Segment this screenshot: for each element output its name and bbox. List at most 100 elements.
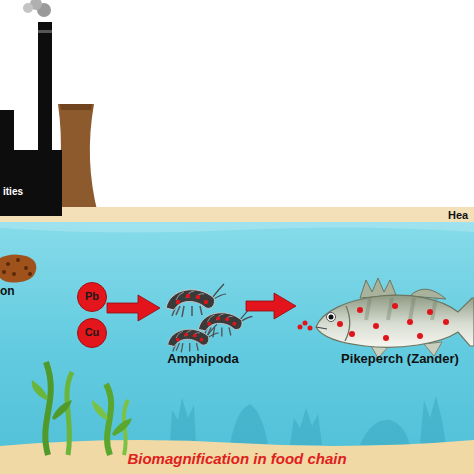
pollution-dot (12, 272, 16, 276)
metal-dot (392, 303, 398, 309)
amphipod-leg (221, 327, 222, 336)
amphipod-leg (176, 306, 180, 315)
seaweed-leaf (52, 400, 72, 420)
amphipod-leg (229, 327, 231, 335)
node-text: Pikeperch (Zander) (326, 352, 474, 366)
water (0, 222, 474, 474)
seaweed-leaf (92, 400, 108, 420)
pollution-blob (0, 254, 36, 282)
pollution-dot (16, 258, 20, 262)
fish-stripe (432, 298, 436, 320)
metal-circle: Cu (77, 318, 107, 348)
metal-dot (207, 322, 211, 326)
pollution-dot (28, 272, 32, 276)
metal-circle (78, 283, 107, 312)
coral (420, 396, 446, 445)
metal-circle: Pb (77, 282, 107, 312)
fish-stripe (410, 298, 414, 320)
amphipod-segments (176, 291, 204, 300)
gill-line (345, 306, 350, 341)
amphipod (166, 284, 226, 317)
amphipod-body (198, 313, 242, 331)
amphipod (168, 324, 219, 352)
coral (290, 408, 322, 445)
metal-dot (232, 322, 236, 326)
pollution-dot (24, 266, 28, 270)
pollution-dot (2, 270, 6, 274)
fish-body (316, 295, 474, 347)
metal-dot (417, 333, 423, 339)
seaweed-stem (45, 362, 51, 455)
node-shape-group (0, 22, 62, 216)
factory-building: ities (0, 14, 64, 216)
metal-dot (337, 321, 343, 327)
coral (170, 398, 196, 445)
seaweed-leaf (112, 418, 132, 436)
metal-dot (349, 331, 355, 337)
metal-dot (303, 321, 308, 326)
node-shape-group (78, 283, 107, 312)
amphipod-group (166, 284, 252, 352)
node-shape (0, 14, 64, 216)
pollution-dot (6, 262, 10, 266)
amphipod-leg (197, 343, 199, 351)
metal-dot (407, 319, 413, 325)
metal-dot (176, 300, 180, 304)
seaweed-stem (106, 384, 111, 455)
seaweed-stem (67, 372, 72, 455)
node-text: Cu (77, 326, 107, 338)
coral-silhouettes (170, 396, 446, 445)
amphipod-leg (182, 306, 184, 317)
amphipod-body (166, 290, 215, 310)
organism-node: Pikeperch (Zander) (296, 272, 474, 372)
fish-mouth (316, 327, 327, 329)
node-text: ities (3, 186, 61, 197)
metal-dot (373, 323, 379, 329)
amphipod-leg (189, 343, 190, 352)
fish-eye (327, 313, 336, 322)
metal-dot (427, 309, 433, 315)
amphipod-segments (176, 330, 200, 338)
amphipod (198, 308, 252, 338)
fish-pupil (329, 315, 334, 320)
metal-dot (225, 317, 229, 321)
seaweed-leaf (32, 380, 48, 400)
metal-dot (176, 338, 180, 342)
fish-stripe (388, 298, 392, 320)
metal-circle (78, 319, 107, 348)
node-shape-group (166, 284, 252, 352)
metal-dot (184, 333, 188, 337)
seaweed (32, 362, 132, 455)
metal-dot (204, 300, 208, 304)
node-shape-group (298, 278, 474, 358)
ground-strip (0, 207, 474, 223)
node-text: on (0, 285, 40, 298)
amphipod-leg (176, 343, 179, 351)
metal-dot (383, 335, 389, 341)
metal-dot (193, 334, 197, 338)
fish-group (298, 278, 474, 358)
node-text: Amphipoda (160, 352, 246, 366)
smoke-puff (23, 3, 33, 13)
metal-dot (216, 316, 220, 320)
smoke (23, 0, 51, 17)
amphipod-body (168, 329, 209, 346)
metal-dot (186, 294, 190, 298)
fish-stripe (366, 298, 370, 320)
metal-dot (200, 338, 204, 342)
factory-group (0, 22, 62, 216)
metal-dot (357, 307, 363, 313)
node-shape-group (0, 254, 36, 282)
organism-node: Amphipoda (160, 282, 246, 368)
node-shape-group (78, 319, 107, 348)
node-text: Pb (77, 290, 107, 302)
metal-dot (196, 295, 200, 299)
coral (230, 404, 268, 445)
factory-building (0, 22, 62, 216)
metal-dot (298, 325, 303, 330)
cooling-tower-rim (60, 104, 92, 110)
